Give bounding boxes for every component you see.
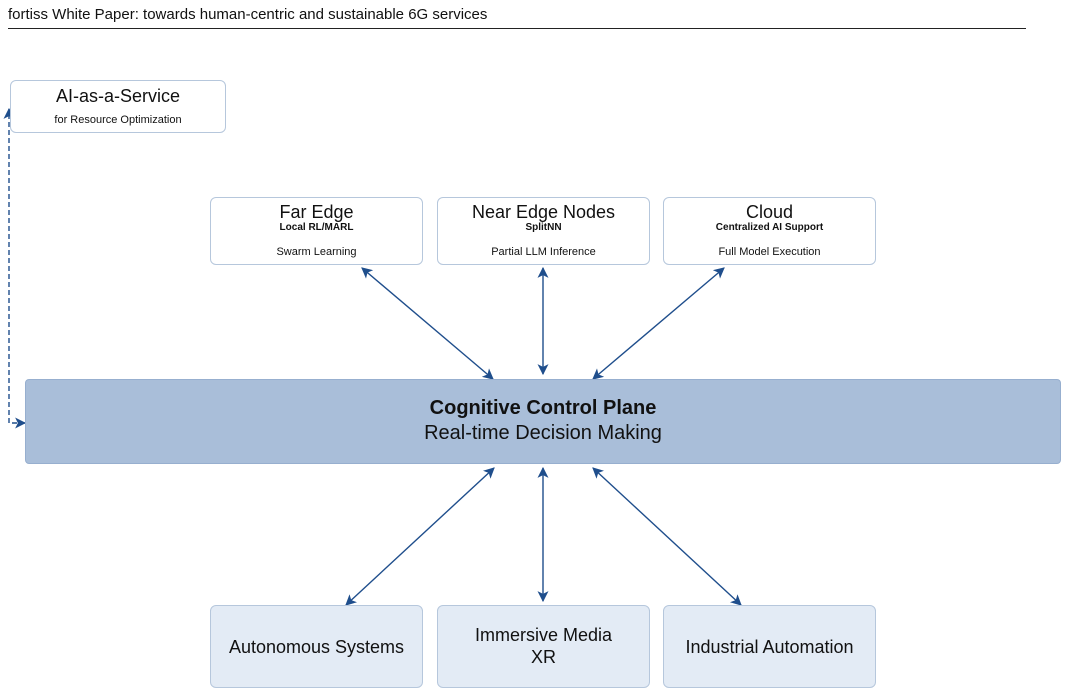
control-plane-title: Cognitive Control Plane — [429, 397, 657, 419]
header-rule — [8, 28, 1026, 29]
tier-subtitle: SplitNN — [525, 222, 562, 233]
tier-subtitle: Local RL/MARL — [279, 222, 354, 233]
ai-service-subtitle: for Resource Optimization — [54, 114, 182, 126]
tier-subtitle: Centralized AI Support — [715, 222, 824, 233]
ai-service-box: AI-as-a-Service for Resource Optimizatio… — [10, 80, 226, 133]
arrow-control-industrial — [592, 467, 742, 606]
arrow-control-cloud — [592, 267, 725, 380]
ai-service-title: AI-as-a-Service — [55, 86, 181, 106]
app-label: Immersive Media — [474, 625, 613, 645]
tier-title: Near Edge Nodes — [471, 202, 616, 222]
cloud-box: Cloud Centralized AI Support Full Model … — [663, 197, 876, 265]
tier-detail: Swarm Learning — [276, 246, 357, 258]
tier-title: Far Edge — [279, 202, 354, 222]
page-header-title: fortiss White Paper: towards human-centr… — [8, 6, 488, 23]
autonomous-systems-box: Autonomous Systems — [210, 605, 423, 688]
arrow-control-far-edge — [361, 267, 494, 380]
industrial-automation-box: Industrial Automation — [663, 605, 876, 688]
app-label-secondary: XR — [530, 647, 556, 667]
near-edge-box: Near Edge Nodes SplitNN Partial LLM Infe… — [437, 197, 650, 265]
tier-title: Cloud — [745, 202, 794, 222]
tier-detail: Full Model Execution — [718, 246, 821, 258]
app-label: Industrial Automation — [685, 637, 854, 657]
app-label: Autonomous Systems — [228, 637, 405, 657]
control-plane-subtitle: Real-time Decision Making — [424, 422, 662, 444]
immersive-media-box: Immersive Media XR — [437, 605, 650, 688]
tier-detail: Partial LLM Inference — [491, 246, 596, 258]
ai-service-feedback-link — [3, 107, 27, 429]
far-edge-box: Far Edge Local RL/MARL Swarm Learning — [210, 197, 423, 265]
arrow-control-autonomous — [345, 467, 495, 606]
cognitive-control-plane: Cognitive Control Plane Real-time Decisi… — [25, 379, 1061, 464]
